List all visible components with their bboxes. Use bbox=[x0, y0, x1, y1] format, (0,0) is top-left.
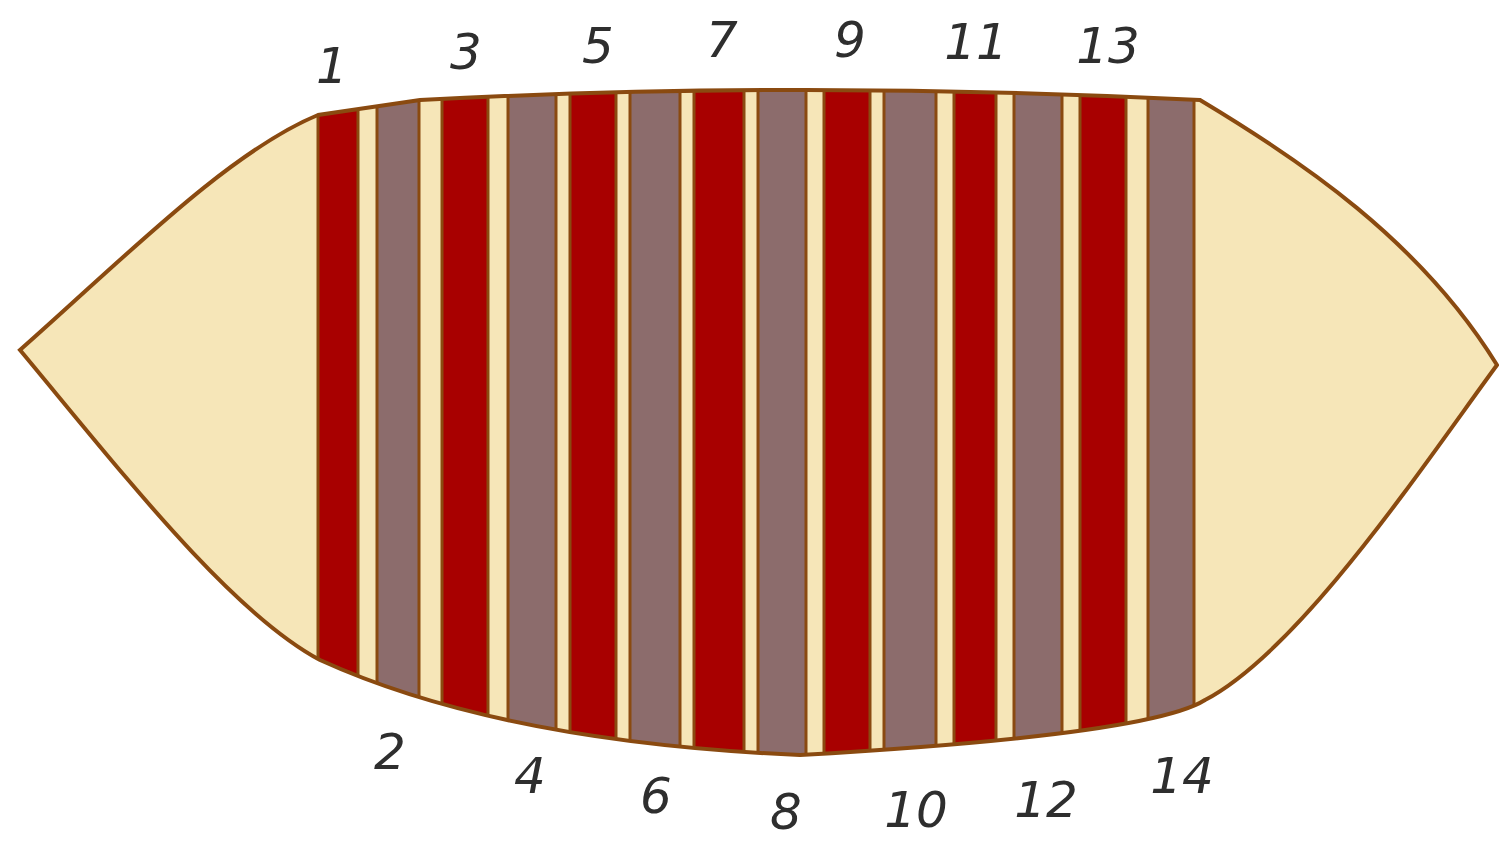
segment-stripe bbox=[508, 70, 556, 780]
segment-stripe bbox=[954, 70, 996, 780]
segment-stripe bbox=[824, 70, 870, 780]
callout-number: 1 bbox=[316, 41, 348, 91]
callout-number: 9 bbox=[834, 15, 866, 65]
segment-stripe bbox=[630, 70, 680, 780]
segment-stripe bbox=[884, 70, 936, 780]
callout-number: 6 bbox=[640, 771, 672, 821]
segment-stripe bbox=[1148, 70, 1194, 780]
callout-number: 3 bbox=[450, 27, 482, 77]
callout-number: 14 bbox=[1150, 751, 1214, 801]
callout-number: 11 bbox=[944, 17, 1008, 67]
segment-stripe bbox=[1014, 70, 1062, 780]
callout-number: 7 bbox=[706, 15, 738, 65]
embryo-outline bbox=[20, 90, 1497, 755]
callout-number: 10 bbox=[884, 785, 948, 835]
segment-stripe bbox=[694, 70, 744, 780]
segment-stripe bbox=[442, 70, 488, 780]
callout-number: 5 bbox=[582, 21, 614, 71]
segment-stripe bbox=[758, 70, 806, 780]
callout-number: 8 bbox=[770, 787, 802, 837]
segment-stripe bbox=[570, 70, 616, 780]
callout-number: 4 bbox=[514, 751, 546, 801]
callout-number: 13 bbox=[1076, 21, 1140, 71]
segment-stripe bbox=[377, 70, 419, 780]
stripe-group bbox=[318, 70, 1194, 780]
segment-stripe bbox=[1080, 70, 1126, 780]
callout-number: 12 bbox=[1014, 775, 1078, 825]
callout-number: 2 bbox=[374, 727, 406, 777]
